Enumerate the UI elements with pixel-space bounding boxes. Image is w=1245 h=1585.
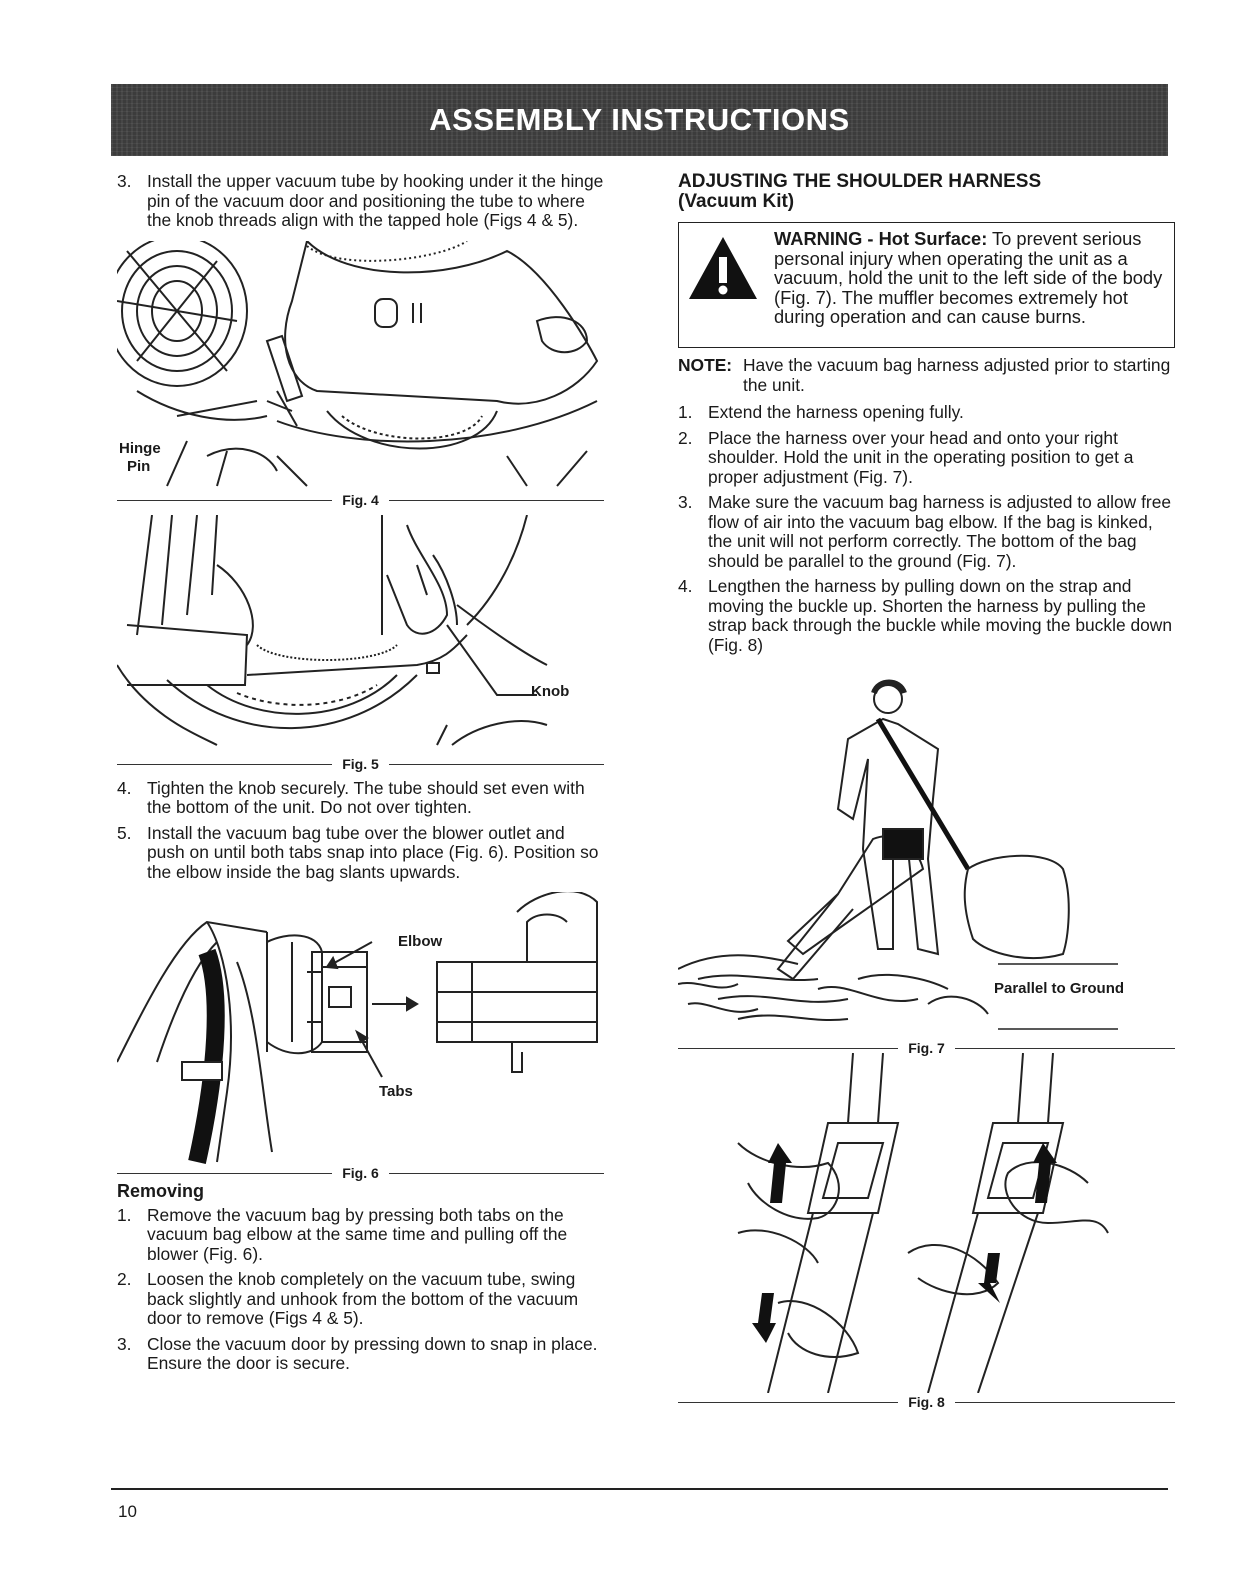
note-text: Have the vacuum bag harness adjusted pri…: [743, 355, 1171, 395]
step-text: Install the upper vacuum tube by hooking…: [147, 171, 604, 230]
warning-title: WARNING - Hot Surface:: [774, 228, 988, 249]
fig7-caption: Fig. 7: [678, 1039, 1175, 1059]
knob-label: Knob: [531, 682, 570, 700]
section-banner: ASSEMBLY INSTRUCTIONS: [111, 84, 1168, 156]
figure-6: Elbow Tabs Fig. 6: [117, 892, 604, 1182]
fig7-illustration: [678, 679, 1118, 1030]
parallel-to-ground-label: Parallel to Ground: [994, 980, 1125, 997]
fig8-caption-text: Fig. 8: [908, 1394, 945, 1410]
step-3: 3. Install the upper vacuum tube by hook…: [117, 171, 604, 231]
step-text: Install the vacuum bag tube over the blo…: [147, 822, 599, 882]
fig4-illustration: [117, 240, 599, 487]
harness-step-1: 1. Extend the harness opening fully.: [678, 402, 1175, 423]
footer-rule: [111, 1488, 1168, 1490]
step-text: Loosen the knob completely on the vacuum…: [147, 1269, 579, 1328]
harness-step-4: 4. Lengthen the harness by pulling down …: [678, 576, 1175, 655]
step-number: 4.: [117, 777, 132, 798]
page-number: 10: [118, 1502, 137, 1521]
warning-icon: [689, 237, 757, 299]
step-number: 4.: [678, 576, 693, 596]
section-subheading: (Vacuum Kit): [678, 191, 795, 212]
warning-box: WARNING - Hot Surface: To prevent seriou…: [678, 222, 1175, 348]
step-text: Place the harness over your head and ont…: [708, 427, 1134, 487]
step-5: 5. Install the vacuum bag tube over the …: [117, 822, 604, 883]
page-title: ASSEMBLY INSTRUCTIONS: [429, 102, 850, 137]
elbow-label: Elbow: [398, 933, 443, 950]
step-text: Make sure the vacuum bag harness is adju…: [708, 492, 1172, 571]
figure-8: Fig. 8: [678, 1053, 1175, 1413]
step-number: 2.: [117, 1269, 132, 1289]
fig6-illustration: [117, 892, 598, 1164]
harness-step-3: 3. Make sure the vacuum bag harness is a…: [678, 492, 1175, 571]
removing-step-3: 3. Close the vacuum door by pressing dow…: [117, 1333, 604, 1374]
step-text: Lengthen the harness by pulling down on …: [708, 576, 1173, 655]
step-text: Tighten the knob securely. The tube shou…: [147, 777, 585, 817]
removing-heading: Removing: [117, 1181, 205, 1201]
right-column: ADJUSTING THE SHOULDER HARNESS (Vacuum K…: [678, 172, 1175, 1413]
step-text: Extend the harness opening fully.: [708, 402, 964, 422]
warning-text: To prevent serious personal injury when …: [774, 228, 1163, 328]
step-number: 2.: [678, 427, 693, 448]
fig6-caption-text: Fig. 6: [342, 1165, 379, 1181]
step-number: 1.: [117, 1204, 132, 1225]
fig5-caption: Fig. 5: [117, 755, 604, 775]
step-4: 4. Tighten the knob securely. The tube s…: [117, 777, 604, 818]
note-label: NOTE:: [678, 355, 733, 375]
fig8-caption: Fig. 8: [678, 1393, 1175, 1413]
fig7-caption-text: Fig. 7: [908, 1040, 945, 1056]
fig8-illustration: [737, 1053, 1109, 1393]
figure-7: Parallel to Ground Fig. 7: [678, 679, 1175, 1059]
figure-4: Hinge Pin Fig. 4: [117, 240, 604, 511]
step-number: 1.: [678, 402, 693, 422]
harness-step-2: 2. Place the harness over your head and …: [678, 427, 1175, 488]
section-heading: ADJUSTING THE SHOULDER HARNESS: [678, 171, 1042, 192]
step-number: 5.: [117, 822, 132, 843]
fig5-illustration: [117, 514, 548, 746]
removing-step-2: 2. Loosen the knob completely on the vac…: [117, 1269, 604, 1329]
fig4-caption-text: Fig. 4: [342, 491, 379, 508]
tabs-label: Tabs: [379, 1083, 413, 1100]
warning-text-block: WARNING - Hot Surface: To prevent seriou…: [774, 229, 1166, 327]
step-number: 3.: [117, 171, 132, 191]
step-number: 3.: [678, 492, 693, 512]
step-number: 3.: [117, 1333, 132, 1354]
note: NOTE: Have the vacuum bag harness adjust…: [678, 355, 1175, 395]
removing-step-1: 1. Remove the vacuum bag by pressing bot…: [117, 1204, 604, 1265]
left-column: 3. Install the upper vacuum tube by hook…: [117, 171, 604, 1380]
figure-5: Knob Fig. 5: [117, 514, 604, 775]
pin-label: Pin: [127, 457, 151, 475]
fig5-caption-text: Fig. 5: [342, 755, 379, 772]
step-text: Remove the vacuum bag by pressing both t…: [147, 1204, 568, 1264]
step-text: Close the vacuum door by pressing down t…: [147, 1333, 598, 1373]
fig4-caption: Fig. 4: [117, 491, 604, 511]
hinge-label: Hinge: [119, 439, 161, 457]
fig6-caption: Fig. 6: [117, 1164, 604, 1184]
